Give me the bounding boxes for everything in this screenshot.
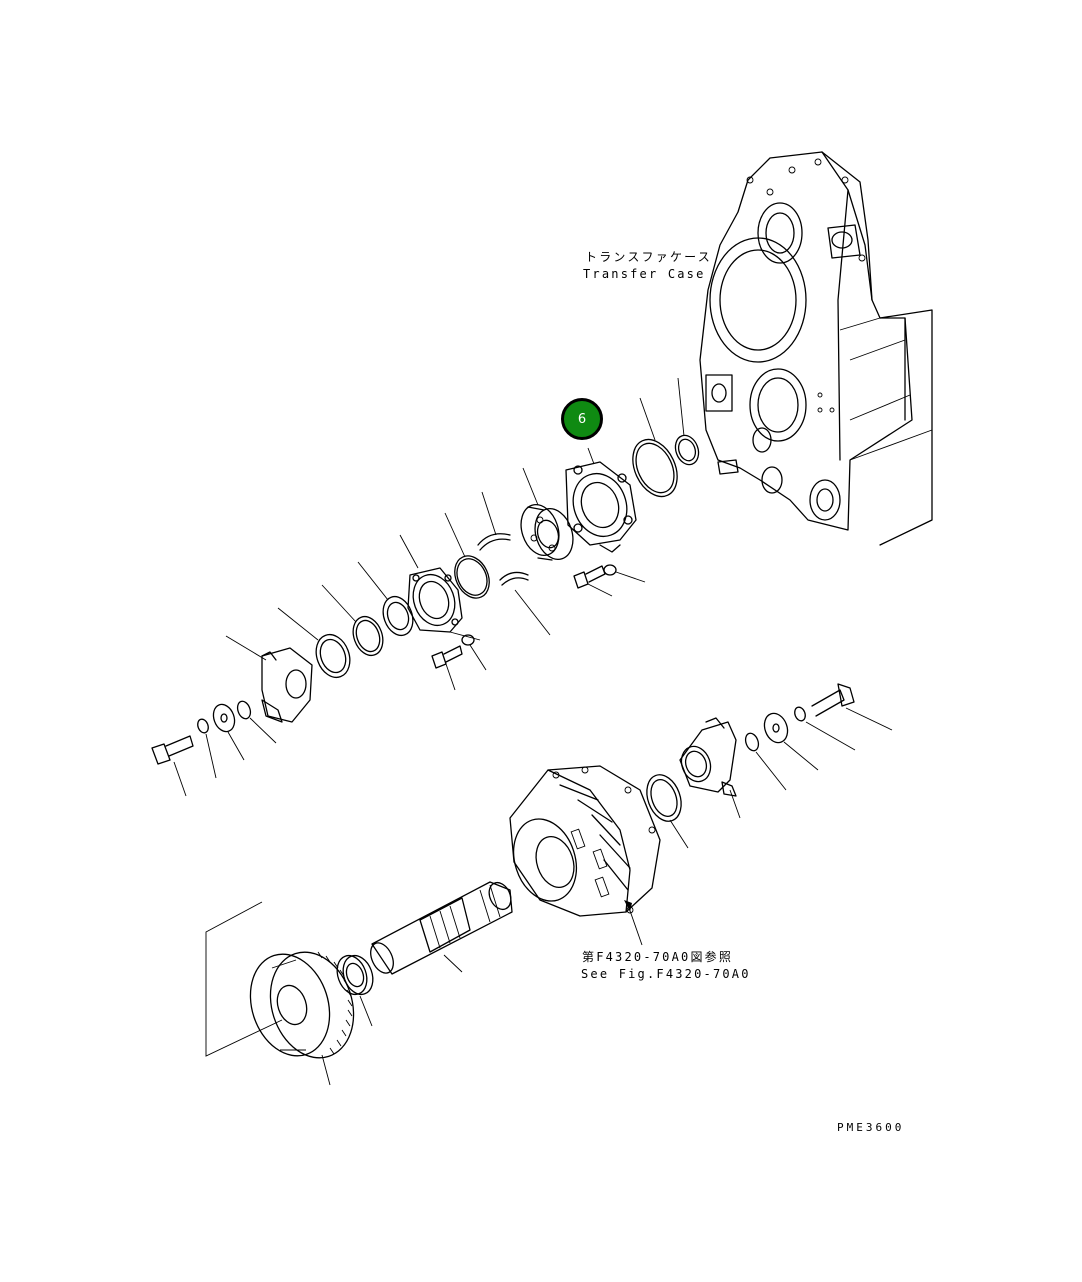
o-ring-yoke	[236, 700, 277, 744]
part-callout-6[interactable]: 6	[561, 398, 603, 440]
washer-small-upper	[197, 718, 217, 779]
see-fig-label-jp: 第F4320-70A0図参照	[582, 950, 734, 964]
oil-seal	[357, 561, 414, 637]
o-ring-small	[444, 512, 490, 599]
washer-large-upper	[212, 703, 245, 761]
o-ring-yoke-lower	[744, 732, 787, 791]
snap-ring-lower	[499, 571, 551, 636]
bolt-upper	[573, 565, 613, 597]
transfer-case-housing	[699, 151, 933, 546]
yoke-upper	[225, 635, 313, 723]
washer-small-lower	[794, 706, 856, 751]
bearing-cage	[565, 447, 637, 553]
bolt-yoke-upper	[151, 735, 194, 797]
dust-seal	[277, 607, 351, 679]
transfer-case-label-jp: トランスファケース	[585, 250, 712, 264]
gear	[249, 951, 355, 1086]
bearing-lower	[336, 954, 374, 1027]
bolt-yoke-lower	[811, 683, 893, 731]
clutch-pack	[509, 765, 661, 917]
drawing-code: PME3600	[837, 1121, 905, 1134]
washer-retainer	[461, 634, 487, 671]
see-fig-label-en: See Fig.F4320-70A0	[581, 967, 751, 981]
see-fig-pointer	[624, 900, 643, 946]
snap-ring-upper	[477, 491, 511, 551]
washer-upper	[603, 564, 646, 583]
washer-large-lower	[763, 712, 819, 771]
transfer-case-label-en: Transfer Case	[583, 267, 706, 281]
oil-seal-lower	[646, 774, 689, 849]
yoke-lower	[679, 717, 741, 819]
seal-ring	[674, 377, 700, 466]
output-shaft	[370, 881, 513, 975]
bolt-retainer	[431, 645, 463, 691]
spacer-ring	[321, 584, 384, 657]
bearing	[520, 467, 574, 561]
group-bracket-lower	[205, 901, 283, 1057]
o-ring-large	[632, 397, 678, 498]
